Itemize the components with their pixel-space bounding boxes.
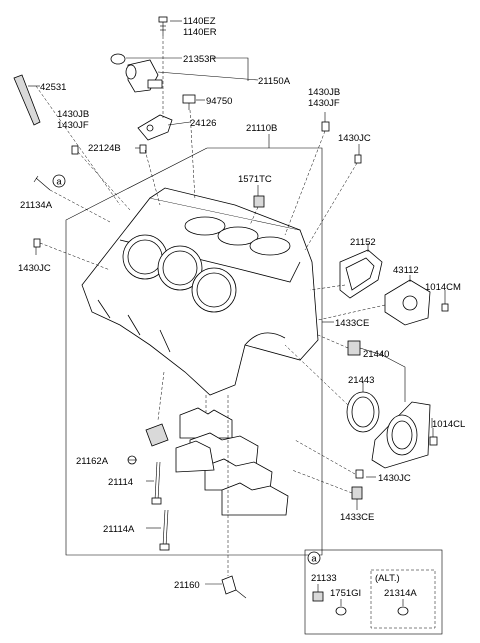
label-1430jb-right: 1430JB xyxy=(308,87,340,98)
label-1430jc-bottom: 1430JC xyxy=(378,473,411,484)
o-ring-21353r xyxy=(110,53,126,65)
sleeve-1433ce-upper xyxy=(347,340,361,356)
cylinder-bore-6 xyxy=(249,236,291,256)
inset-detail-a: a 21133 1751GI (ALT.) 21314A xyxy=(304,549,443,635)
label-1140ez: 1140EZ xyxy=(183,16,216,27)
cylinder-bore-4 xyxy=(184,216,226,236)
bolt-21114a xyxy=(159,509,170,551)
label-21440: 21440 xyxy=(363,349,389,360)
label-22124b: 22124B xyxy=(88,143,121,154)
plug-1430jc-top xyxy=(354,154,362,164)
label-alt: (ALT.) xyxy=(375,573,400,584)
svg-text:a: a xyxy=(311,554,317,565)
label-21133: 21133 xyxy=(311,573,337,584)
plug-1430jc-bottom xyxy=(355,469,364,479)
label-1751gi: 1751GI xyxy=(330,588,361,599)
plug-1430jc-left xyxy=(33,238,41,248)
bolt-1014cl xyxy=(429,428,438,446)
label-21114: 21114 xyxy=(108,477,133,488)
label-1571tc: 1571TC xyxy=(238,174,272,185)
oil-seal-21443 xyxy=(346,391,380,433)
bolt-1140ez xyxy=(158,16,168,36)
callout-a-main: a xyxy=(52,174,66,188)
cylinder-block-illustration xyxy=(81,187,319,396)
label-1433ce-lower: 1433CE xyxy=(340,512,374,523)
label-1430jf-right: 1430JF xyxy=(308,98,340,109)
label-21114a: 21114A xyxy=(103,524,135,535)
bolt-1014cm xyxy=(441,296,449,312)
label-42531: 42531 xyxy=(40,82,66,93)
sensor-21160 xyxy=(221,575,247,599)
bracket-24126 xyxy=(137,114,173,141)
label-21110b: 21110B xyxy=(246,123,277,134)
dowel-1430jb-right xyxy=(321,121,330,132)
label-94750: 94750 xyxy=(206,96,232,107)
plug-22124b xyxy=(139,144,147,154)
label-21314a: 21314A xyxy=(384,588,417,599)
label-1430jf-left: 1430JF xyxy=(57,120,89,131)
seal-retainer-21440 xyxy=(371,401,431,469)
plug-21314a xyxy=(397,606,409,616)
label-21160: 21160 xyxy=(174,580,200,591)
alignment-lines xyxy=(35,36,386,576)
label-1430jc-top: 1430JC xyxy=(338,133,371,144)
label-43112: 43112 xyxy=(393,265,419,276)
cylinder-bore-5 xyxy=(217,226,259,246)
svg-text:a: a xyxy=(56,177,62,188)
leader-lines xyxy=(28,20,446,585)
label-1140er: 1140ER xyxy=(183,27,217,38)
label-21162a: 21162A xyxy=(76,456,109,467)
plug-1571tc xyxy=(253,195,265,208)
part-labels: 1140EZ 1140ER 21353R 21150A 94750 42531 … xyxy=(18,16,465,591)
label-1014cm: 1014CM xyxy=(425,282,461,293)
gasket-21152 xyxy=(339,249,383,299)
o-ring-1751gi xyxy=(335,606,347,616)
sleeve-1433ce-lower xyxy=(351,486,363,500)
sensor-21162a xyxy=(145,423,169,447)
dowel-1430jb-left xyxy=(71,145,79,155)
bearing-caps xyxy=(175,407,289,516)
label-21443: 21443 xyxy=(348,375,374,386)
label-1014cl: 1014CL xyxy=(432,419,465,430)
sensor-94750 xyxy=(182,94,196,110)
label-21134a: 21134A xyxy=(20,200,53,211)
label-24126: 24126 xyxy=(190,118,216,129)
dipstick-tube-42531 xyxy=(13,74,41,126)
assembly-frame xyxy=(65,147,323,556)
label-21150a: 21150A xyxy=(258,76,291,87)
label-21353r: 21353R xyxy=(183,54,216,65)
label-1430jb-left: 1430JB xyxy=(57,109,89,120)
bolt-21134a xyxy=(33,175,51,191)
label-1433ce-upper: 1433CE xyxy=(335,318,369,329)
label-1430jc-left: 1430JC xyxy=(18,263,51,274)
bolt-21114 xyxy=(151,461,162,505)
water-pump-cover-43112 xyxy=(384,279,431,326)
water-fitting-21150a xyxy=(125,59,163,93)
plug-21133 xyxy=(312,591,324,602)
label-21152: 21152 xyxy=(350,237,376,248)
